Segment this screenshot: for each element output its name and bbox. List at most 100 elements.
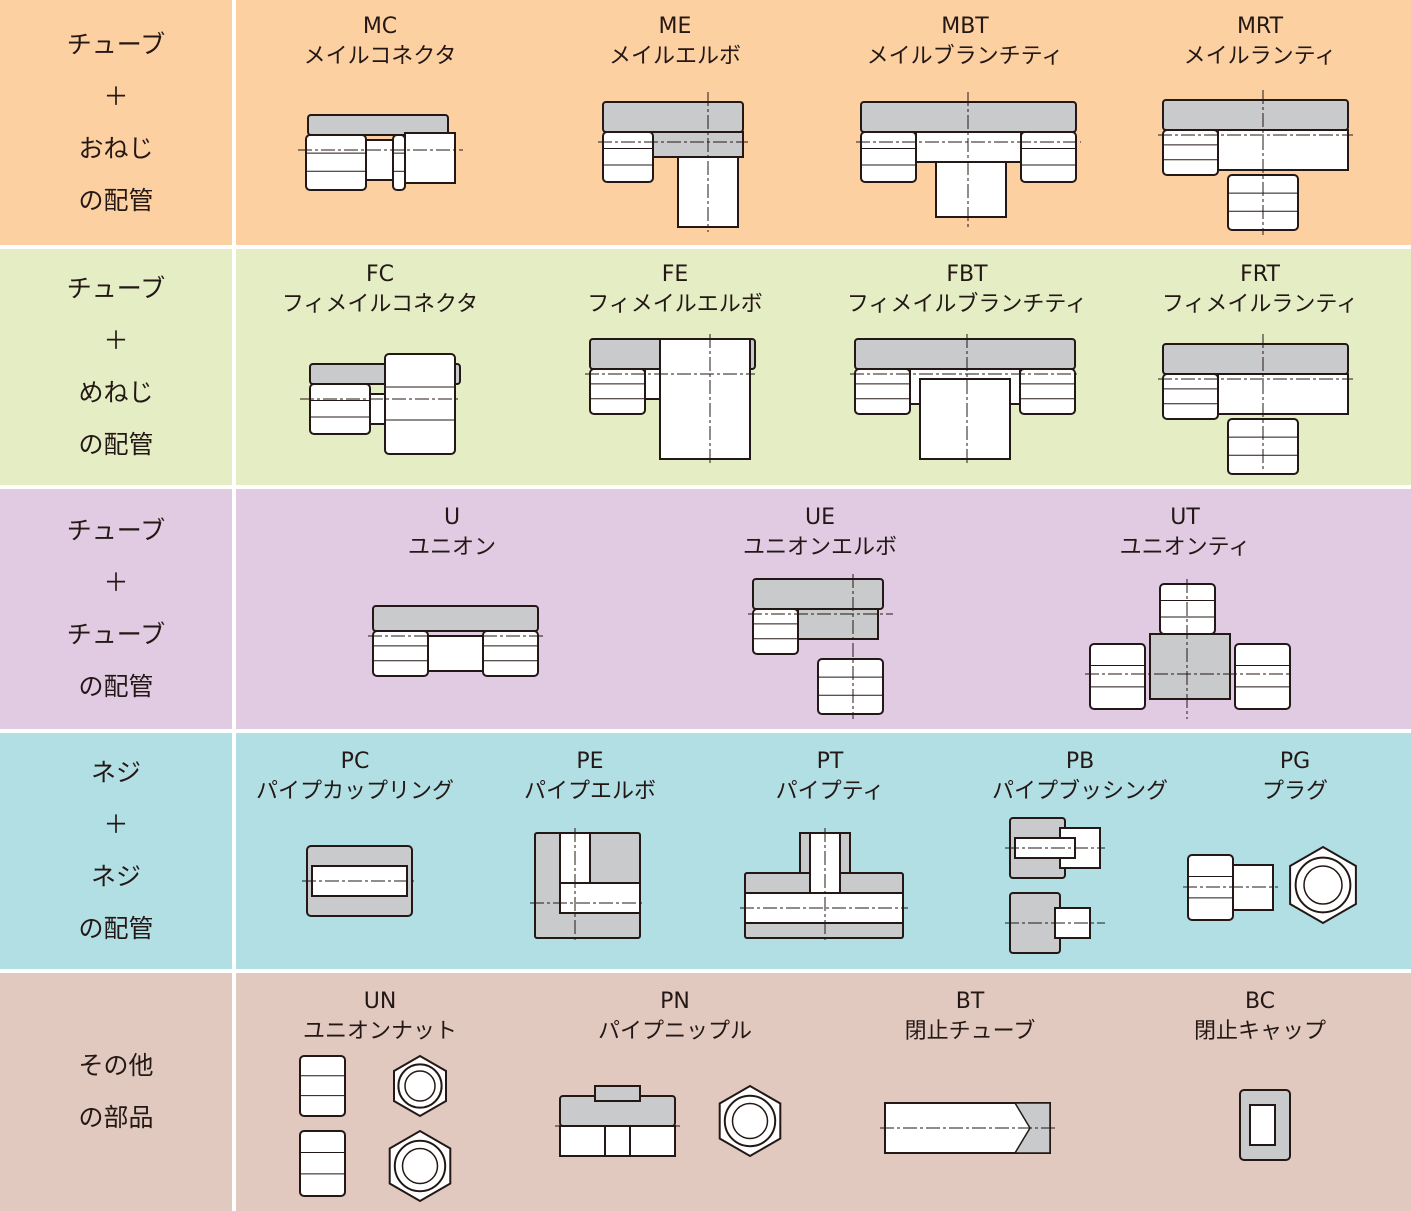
fitting-name: パイプエルボ	[523, 779, 656, 804]
category-row-tube-tube: チューブ ＋ チューブ の配管 U ユニオン UE ユニオンエルボ UT ユニオ…	[0, 489, 1411, 729]
plug-icon	[1183, 845, 1363, 925]
fitting-BC: BC 閉止キャップ	[1160, 987, 1360, 1047]
category-line: の配管	[78, 430, 154, 459]
fitting-name: パイプティ	[775, 779, 885, 804]
category-line: めねじ	[78, 378, 154, 407]
male-branch-tee-icon	[856, 92, 1081, 227]
fitting-code: UE	[804, 505, 835, 530]
fitting-name: メイルブランチティ	[866, 44, 1064, 69]
column-divider	[232, 733, 236, 969]
female-elbow-icon	[585, 334, 756, 464]
fitting-ME: ME メイルエルボ	[575, 12, 775, 72]
fitting-U: U ユニオン	[352, 503, 552, 563]
fitting-code: PB	[1065, 749, 1095, 774]
category-line: チューブ	[66, 620, 166, 649]
fitting-MRT: MRT メイルランティ	[1160, 12, 1360, 72]
fitting-PT: PT パイプティ	[745, 747, 915, 807]
fitting-code: FE	[661, 262, 689, 287]
fitting-PE: PE パイプエルボ	[505, 747, 675, 807]
column-divider	[232, 489, 236, 729]
pipe-elbow-icon	[530, 828, 645, 943]
fitting-code: UN	[363, 989, 397, 1014]
female-run-tee-icon	[1158, 334, 1353, 475]
category-line: の配管	[78, 185, 154, 215]
female-connector-icon	[300, 349, 461, 459]
fitting-code: UT	[1170, 505, 1200, 530]
union-nut-icon	[295, 1051, 465, 1203]
fitting-name: フィメイルエルボ	[587, 292, 763, 317]
union-icon	[368, 601, 543, 681]
fitting-name: ユニオンエルボ	[742, 535, 897, 560]
fitting-FRT: FRT フィメイルランティ	[1155, 260, 1365, 320]
union-tee-icon	[1085, 579, 1291, 719]
category-line: ＋	[103, 81, 129, 111]
fitting-code: U	[443, 505, 461, 530]
category-label: チューブ ＋ めねじ の配管	[0, 249, 232, 485]
fitting-code: MBT	[941, 14, 989, 39]
fitting-UE: UE ユニオンエルボ	[720, 503, 920, 563]
pipe-nipple-icon	[555, 1081, 795, 1161]
fitting-FC: FC フィメイルコネクタ	[270, 260, 490, 320]
column-divider	[232, 0, 236, 245]
category-line: ネジ	[90, 758, 141, 787]
fitting-BT: BT 閉止チューブ	[870, 987, 1070, 1047]
category-label: その他 の部品	[0, 973, 232, 1211]
fitting-name: パイプブッシング	[991, 779, 1168, 804]
male-connector-icon	[298, 105, 463, 195]
blind-cap-icon	[1235, 1085, 1295, 1165]
fitting-MBT: MBT メイルブランチティ	[860, 12, 1070, 72]
category-row-male-thread: チューブ ＋ おねじ の配管 MC メイルコネクタ ME メイルエルボ MBT …	[0, 0, 1411, 245]
male-run-tee-icon	[1158, 90, 1353, 235]
category-line: チューブ	[66, 29, 166, 59]
fitting-UT: UT ユニオンティ	[1085, 503, 1285, 563]
category-label: ネジ ＋ ネジ の配管	[0, 733, 232, 969]
category-line: ＋	[103, 568, 129, 597]
fitting-PB: PB パイプブッシング	[980, 747, 1180, 807]
category-line: ネジ	[90, 862, 141, 891]
fitting-name: ユニオンティ	[1119, 535, 1251, 560]
fitting-UN: UN ユニオンナット	[270, 987, 490, 1047]
fitting-code: BT	[955, 989, 985, 1014]
fitting-PG: PG プラグ	[1235, 747, 1355, 807]
category-line: の配管	[78, 672, 154, 701]
fitting-name: ユニオンナット	[302, 1019, 457, 1044]
category-line: の部品	[78, 1103, 154, 1132]
category-row-female-thread: チューブ ＋ めねじ の配管 FC フィメイルコネクタ FE フィメイルエルボ …	[0, 249, 1411, 485]
union-elbow-icon	[748, 574, 893, 719]
fitting-MC: MC メイルコネクタ	[280, 12, 480, 72]
fitting-name: フィメイルランティ	[1161, 292, 1359, 317]
fitting-code: PT	[816, 749, 844, 774]
category-line: おねじ	[78, 133, 154, 163]
fitting-FBT: FBT フィメイルブランチティ	[842, 260, 1092, 320]
category-line: その他	[78, 1051, 154, 1080]
fitting-name: メイルエルボ	[608, 44, 741, 69]
column-divider	[232, 249, 236, 485]
category-line: の配管	[78, 914, 154, 943]
fitting-name: 閉止キャップ	[1193, 1019, 1326, 1044]
fitting-name: ユニオン	[407, 535, 496, 560]
fitting-code: FBT	[946, 262, 988, 287]
fitting-name: フィメイルコネクタ	[281, 292, 479, 317]
category-line: チューブ	[66, 274, 166, 303]
fitting-name: メイルコネクタ	[303, 44, 457, 69]
fitting-code: ME	[658, 14, 692, 39]
category-line: ＋	[103, 326, 129, 355]
fitting-code: BC	[1244, 989, 1276, 1014]
fitting-code: PC	[340, 749, 370, 774]
fitting-name: フィメイルブランチティ	[846, 292, 1088, 317]
column-divider	[232, 973, 236, 1211]
fitting-code: PG	[1279, 749, 1311, 774]
fitting-name: 閉止チューブ	[904, 1019, 1036, 1044]
fitting-name: パイプニップル	[597, 1019, 752, 1044]
pipe-coupling-icon	[302, 841, 417, 921]
fitting-code: FRT	[1240, 262, 1280, 287]
pipe-tee-icon	[740, 828, 908, 943]
pipe-bushing-icon	[1005, 813, 1105, 963]
blind-tube-icon	[880, 1098, 1055, 1158]
fitting-code: MRT	[1236, 14, 1284, 39]
category-row-thread-thread: ネジ ＋ ネジ の配管 PC パイプカップリング PE パイプエルボ PT パイ…	[0, 733, 1411, 969]
category-label: チューブ ＋ おねじ の配管	[0, 0, 232, 245]
fitting-code: MC	[362, 14, 398, 39]
category-label: チューブ ＋ チューブ の配管	[0, 489, 232, 729]
category-line: ＋	[103, 810, 129, 839]
